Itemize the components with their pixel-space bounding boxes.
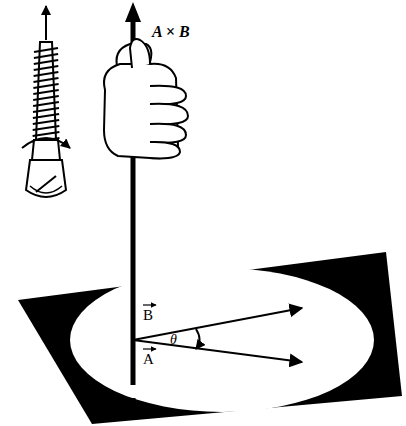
plane-disc: [70, 268, 374, 412]
vector-sign: [143, 348, 156, 349]
axis-arrowhead: [125, 2, 141, 22]
right-hand: [104, 39, 188, 158]
vector-sign: [143, 304, 156, 305]
screw: [22, 6, 70, 197]
vector-b: [133, 308, 302, 340]
rod-below: [131, 398, 136, 420]
vector-a: [133, 340, 302, 362]
product-label: A × B: [152, 24, 190, 40]
angle-label: θ: [170, 333, 177, 347]
vector-label: A: [143, 352, 154, 367]
vector-label: B: [143, 308, 153, 323]
plane: [18, 252, 402, 424]
angle-arc: [196, 329, 200, 349]
